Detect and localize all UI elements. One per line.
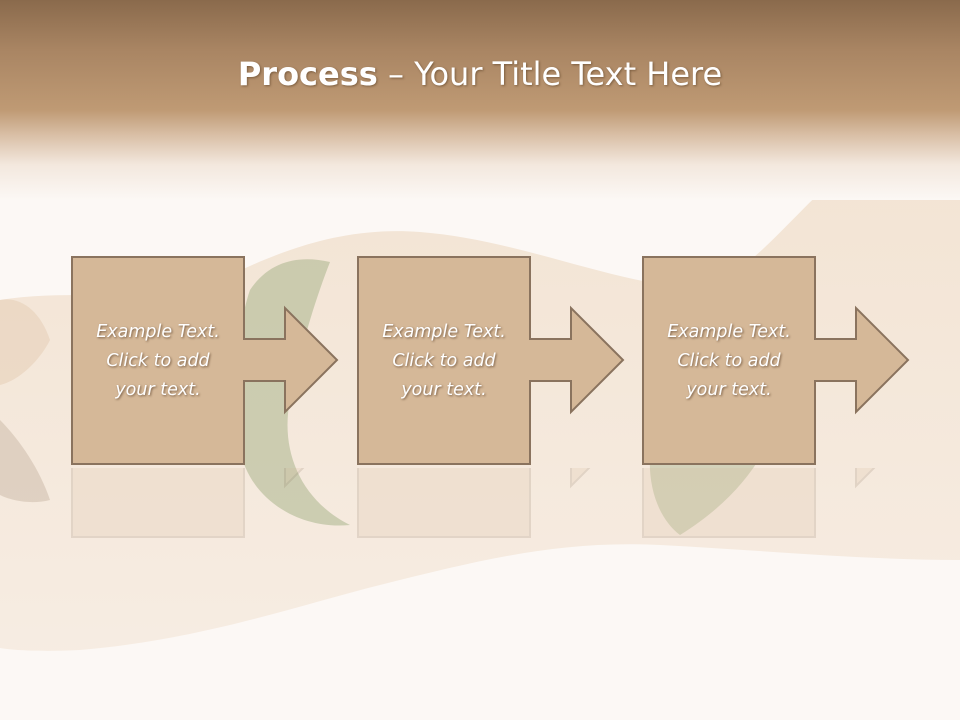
step-line-2: Click to add	[677, 350, 781, 371]
step-line-2: Click to add	[392, 350, 496, 371]
step-arrow-shape	[357, 256, 625, 465]
step-text: Example Text. Click to add your text.	[71, 256, 245, 466]
process-step-3[interactable]: Example Text. Click to add your text.	[642, 256, 932, 466]
step-arrow-shape	[642, 256, 910, 465]
title-bold: Process	[237, 55, 378, 93]
step-reflection-3	[642, 468, 932, 538]
title-rest: – Your Title Text Here	[377, 55, 723, 93]
slide-title[interactable]: Process – Your Title Text Here	[0, 52, 960, 96]
step-arrow-shape	[71, 256, 339, 465]
step-text: Example Text. Click to add your text.	[642, 256, 816, 466]
step-line-1: Example Text.	[382, 321, 506, 342]
step-line-2: Click to add	[106, 350, 210, 371]
step-line-1: Example Text.	[667, 321, 791, 342]
header-band	[0, 0, 960, 200]
step-line-3: your text.	[401, 379, 487, 400]
step-text: Example Text. Click to add your text.	[357, 256, 531, 466]
process-step-1[interactable]: Example Text. Click to add your text.	[71, 256, 361, 466]
step-line-3: your text.	[686, 379, 772, 400]
step-line-1: Example Text.	[96, 321, 220, 342]
step-line-3: your text.	[115, 379, 201, 400]
step-reflection-1	[71, 468, 361, 538]
process-step-2[interactable]: Example Text. Click to add your text.	[357, 256, 647, 466]
step-reflection-2	[357, 468, 647, 538]
